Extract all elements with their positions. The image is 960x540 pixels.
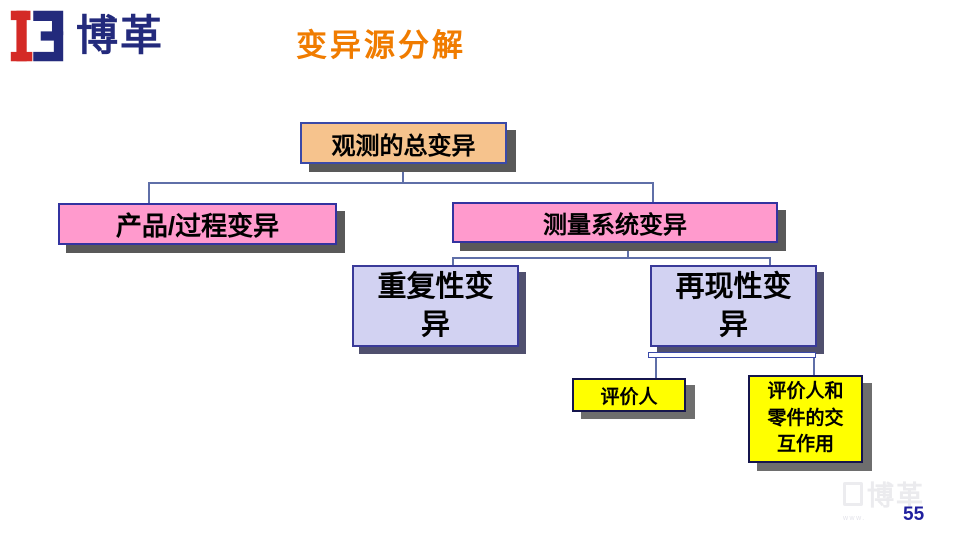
watermark: 博革 www. [843,474,955,522]
node-measurement-system-variation: 测量系统变异 [452,202,778,243]
node-label-line: 零件的交 [767,407,844,429]
node-product-process-variation: 产品/过程变异 [58,203,337,245]
connector-root-stem [402,165,404,183]
connector-to-interaction [813,358,815,375]
connector-to-reproducibility [769,257,771,266]
node-label: 产品/过程变异 [115,210,280,241]
page-number: 55 [903,504,925,525]
connector-to-product-process [148,182,150,204]
node-label-line: 异 [420,309,450,341]
connector-measurement-stem [627,243,629,258]
watermark-url: www. [843,515,866,522]
connector-level2-horizontal [452,257,771,259]
connector-to-repeatability [452,257,454,266]
node-label: 观测的总变异 [331,132,476,160]
node-label: 评价人 [600,386,658,408]
node-total-observed-variation: 观测的总变异 [300,122,507,164]
logo-text: 博革 [76,12,165,59]
node-appraiser: 评价人 [572,378,686,412]
connector-to-measurement-system [652,182,654,204]
logo: 博革 [8,6,164,66]
node-repeatability-variation: 重复性变 异 [352,265,519,347]
node-label-line: 互作用 [776,434,834,456]
reproducibility-connector-bar [648,352,816,358]
node-label-line: 异 [718,309,748,341]
node-label: 测量系统变异 [543,212,687,239]
watermark-logo-icon [843,481,863,506]
connector-level1-horizontal [148,182,654,184]
node-label-line: 重复性变 [377,270,494,303]
node-label-line: 评价人和 [767,380,844,402]
node-reproducibility-variation: 再现性变 异 [650,265,817,347]
page-title: 变异源分解 [296,28,466,63]
boge-logo-icon [10,10,64,62]
node-label-line: 再现性变 [675,270,792,303]
node-appraiser-part-interaction: 评价人和 零件的交 互作用 [748,375,863,463]
connector-to-appraiser [655,358,657,378]
watermark-text: 博革 [867,481,925,511]
